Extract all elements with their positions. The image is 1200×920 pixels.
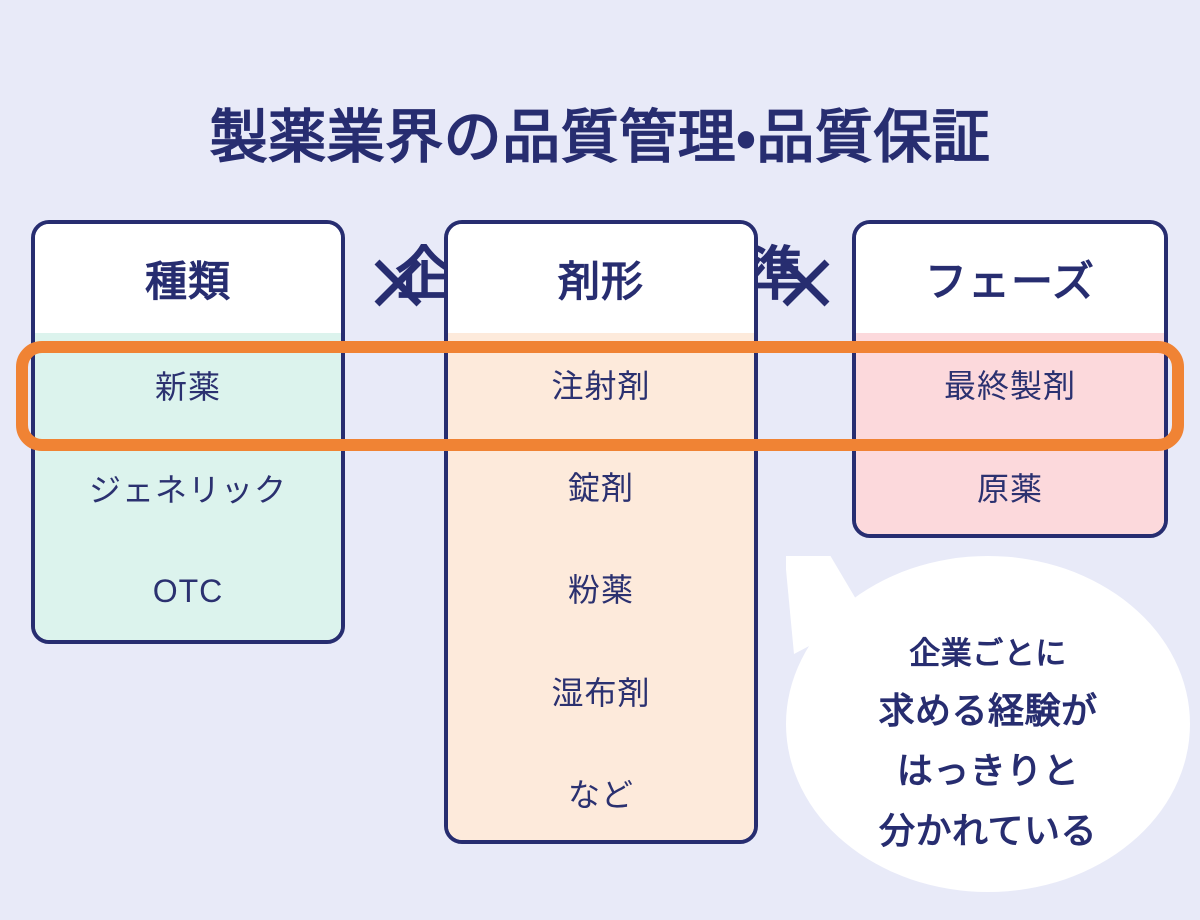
callout-line-2: 求める経験が	[878, 690, 1098, 732]
list-item[interactable]: 錠剤	[567, 470, 634, 507]
list-item[interactable]: 新薬	[154, 368, 221, 405]
column-card-type: 種類 新薬 ジェネリック OTC	[31, 220, 345, 644]
list-item[interactable]: など	[567, 776, 634, 813]
column-header-type: 種類	[35, 224, 341, 333]
list-item[interactable]: 粉薬	[567, 572, 634, 609]
column-body-phase: 最終製剤 原薬	[856, 333, 1164, 534]
list-item[interactable]: 注射剤	[551, 368, 651, 405]
column-header-dosage-form: 剤形	[448, 224, 754, 333]
callout-line-3: はっきりと	[896, 750, 1080, 792]
list-item[interactable]: 原薬	[976, 470, 1043, 507]
column-header-phase: フェーズ	[856, 224, 1164, 333]
multiply-icon	[779, 256, 833, 310]
column-body-type: 新薬 ジェネリック OTC	[35, 333, 341, 640]
callout-text: 企業ごとに 求める経験が はっきりと 分かれている	[786, 618, 1190, 870]
list-item[interactable]: 湿布剤	[551, 674, 651, 711]
callout-line-1: 企業ごとに	[909, 636, 1067, 672]
column-body-dosage-form: 注射剤 錠剤 粉薬 湿布剤 など	[448, 333, 754, 840]
column-card-dosage-form: 剤形 注射剤 錠剤 粉薬 湿布剤 など	[444, 220, 758, 844]
multiply-icon	[371, 256, 425, 310]
list-item[interactable]: ジェネリック	[88, 472, 287, 509]
list-item[interactable]: 最終製剤	[943, 368, 1076, 405]
column-card-phase: フェーズ 最終製剤 原薬	[852, 220, 1168, 538]
page-title-line1: 製薬業界の品質管理・品質保証	[209, 105, 991, 171]
list-item[interactable]: OTC	[152, 573, 224, 610]
callout-bubble: 企業ごとに 求める経験が はっきりと 分かれている	[786, 556, 1190, 892]
callout-line-4: 分かれている	[879, 809, 1097, 851]
